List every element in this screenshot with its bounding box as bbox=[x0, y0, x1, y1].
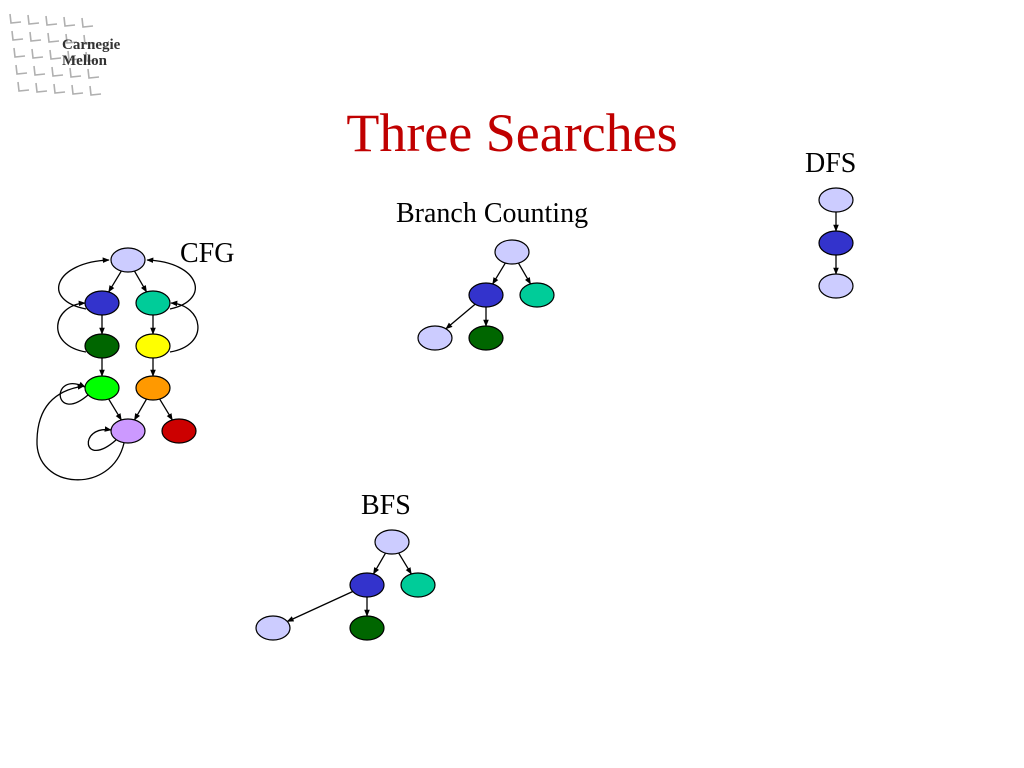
logo-tick bbox=[87, 68, 100, 79]
cfg-node-c7 bbox=[110, 418, 146, 444]
bfs-node-f1 bbox=[349, 572, 385, 598]
logo-text-mellon: Mellon bbox=[62, 53, 107, 69]
branch-counting-label: Branch Counting bbox=[396, 198, 589, 229]
cfg-edge-c6-c8 bbox=[159, 398, 173, 421]
logo-tick bbox=[45, 15, 58, 26]
cfg-label: CFG bbox=[180, 238, 235, 269]
cfg-node-c1 bbox=[84, 290, 120, 316]
cfg-node-c5 bbox=[84, 375, 120, 401]
bfs-node-f2 bbox=[400, 572, 436, 598]
bfs-node-f3 bbox=[255, 615, 291, 641]
logo-tick bbox=[29, 31, 42, 42]
logo-tick bbox=[69, 67, 82, 78]
bfs-edge-f0-f1 bbox=[372, 552, 387, 575]
logo-tick bbox=[27, 14, 40, 25]
bfs-edge-f1-f3 bbox=[286, 590, 354, 623]
logo-tick bbox=[11, 30, 24, 41]
logo-tick bbox=[83, 34, 96, 45]
branch-counting-edge-b0-b2 bbox=[517, 262, 532, 285]
logo-tick bbox=[51, 66, 64, 77]
cfg-edge-c5-c5 bbox=[59, 381, 89, 405]
logo-tick bbox=[71, 84, 84, 95]
branch-counting-node-b3 bbox=[417, 325, 453, 351]
dfs-label: DFS bbox=[805, 148, 857, 179]
cfg-edge-c5-c7 bbox=[108, 398, 122, 421]
logo-tick bbox=[33, 65, 46, 76]
cfg-node-c4 bbox=[135, 333, 171, 359]
logo-tick bbox=[47, 32, 60, 43]
logo-tick bbox=[31, 48, 44, 59]
dfs-node-d0 bbox=[818, 187, 854, 213]
slide-title: Three Searches bbox=[346, 103, 678, 163]
cfg-edge-c0-c2 bbox=[133, 270, 148, 293]
logo-tick bbox=[63, 16, 76, 27]
branch-counting-node-b4 bbox=[468, 325, 504, 351]
logo-tick bbox=[85, 51, 98, 62]
logo-tick bbox=[81, 17, 94, 28]
cfg-edge-c6-c7 bbox=[133, 398, 148, 421]
bfs-label: BFS bbox=[361, 490, 411, 521]
bfs-edge-f0-f2 bbox=[398, 552, 412, 575]
cfg-node-c2 bbox=[135, 290, 171, 316]
dfs-node-d2 bbox=[818, 273, 854, 299]
logo-tick bbox=[67, 50, 80, 61]
logo-tick bbox=[9, 13, 22, 24]
logo-tick bbox=[89, 85, 102, 96]
branch-counting-node-b0 bbox=[494, 239, 530, 265]
cfg-edge-c7-c5 bbox=[36, 384, 125, 481]
cfg-node-c3 bbox=[84, 333, 120, 359]
cfg-node-c0 bbox=[110, 247, 146, 273]
cfg-edge-c3-c1 bbox=[57, 300, 87, 353]
cfg-node-c8 bbox=[161, 418, 197, 444]
cfg-node-c6 bbox=[135, 375, 171, 401]
branch-counting-edge-b0-b1 bbox=[492, 262, 506, 285]
bfs-node-f0 bbox=[374, 529, 410, 555]
cfg-edge-c1-c0 bbox=[58, 257, 110, 310]
logo-tick bbox=[13, 47, 26, 58]
cfg-edge-c0-c1 bbox=[108, 270, 122, 293]
branch-counting-node-b2 bbox=[519, 282, 555, 308]
cfg-edge-c7-c7 bbox=[87, 426, 117, 452]
bfs-node-f4 bbox=[349, 615, 385, 641]
logo-tick bbox=[65, 33, 78, 44]
branch-counting-edge-b1-b3 bbox=[445, 303, 476, 330]
logo-tick bbox=[53, 83, 66, 94]
logo-tick bbox=[15, 64, 28, 75]
branch-counting-node-b1 bbox=[468, 282, 504, 308]
logo-tick bbox=[17, 81, 30, 92]
logo-tick bbox=[35, 82, 48, 93]
logo-tick bbox=[49, 49, 62, 60]
dfs-node-d1 bbox=[818, 230, 854, 256]
cfg-edge-c4-c2 bbox=[169, 300, 199, 353]
cmu-logo-grid bbox=[9, 13, 102, 96]
logo-text-carnegie: Carnegie bbox=[62, 37, 121, 53]
